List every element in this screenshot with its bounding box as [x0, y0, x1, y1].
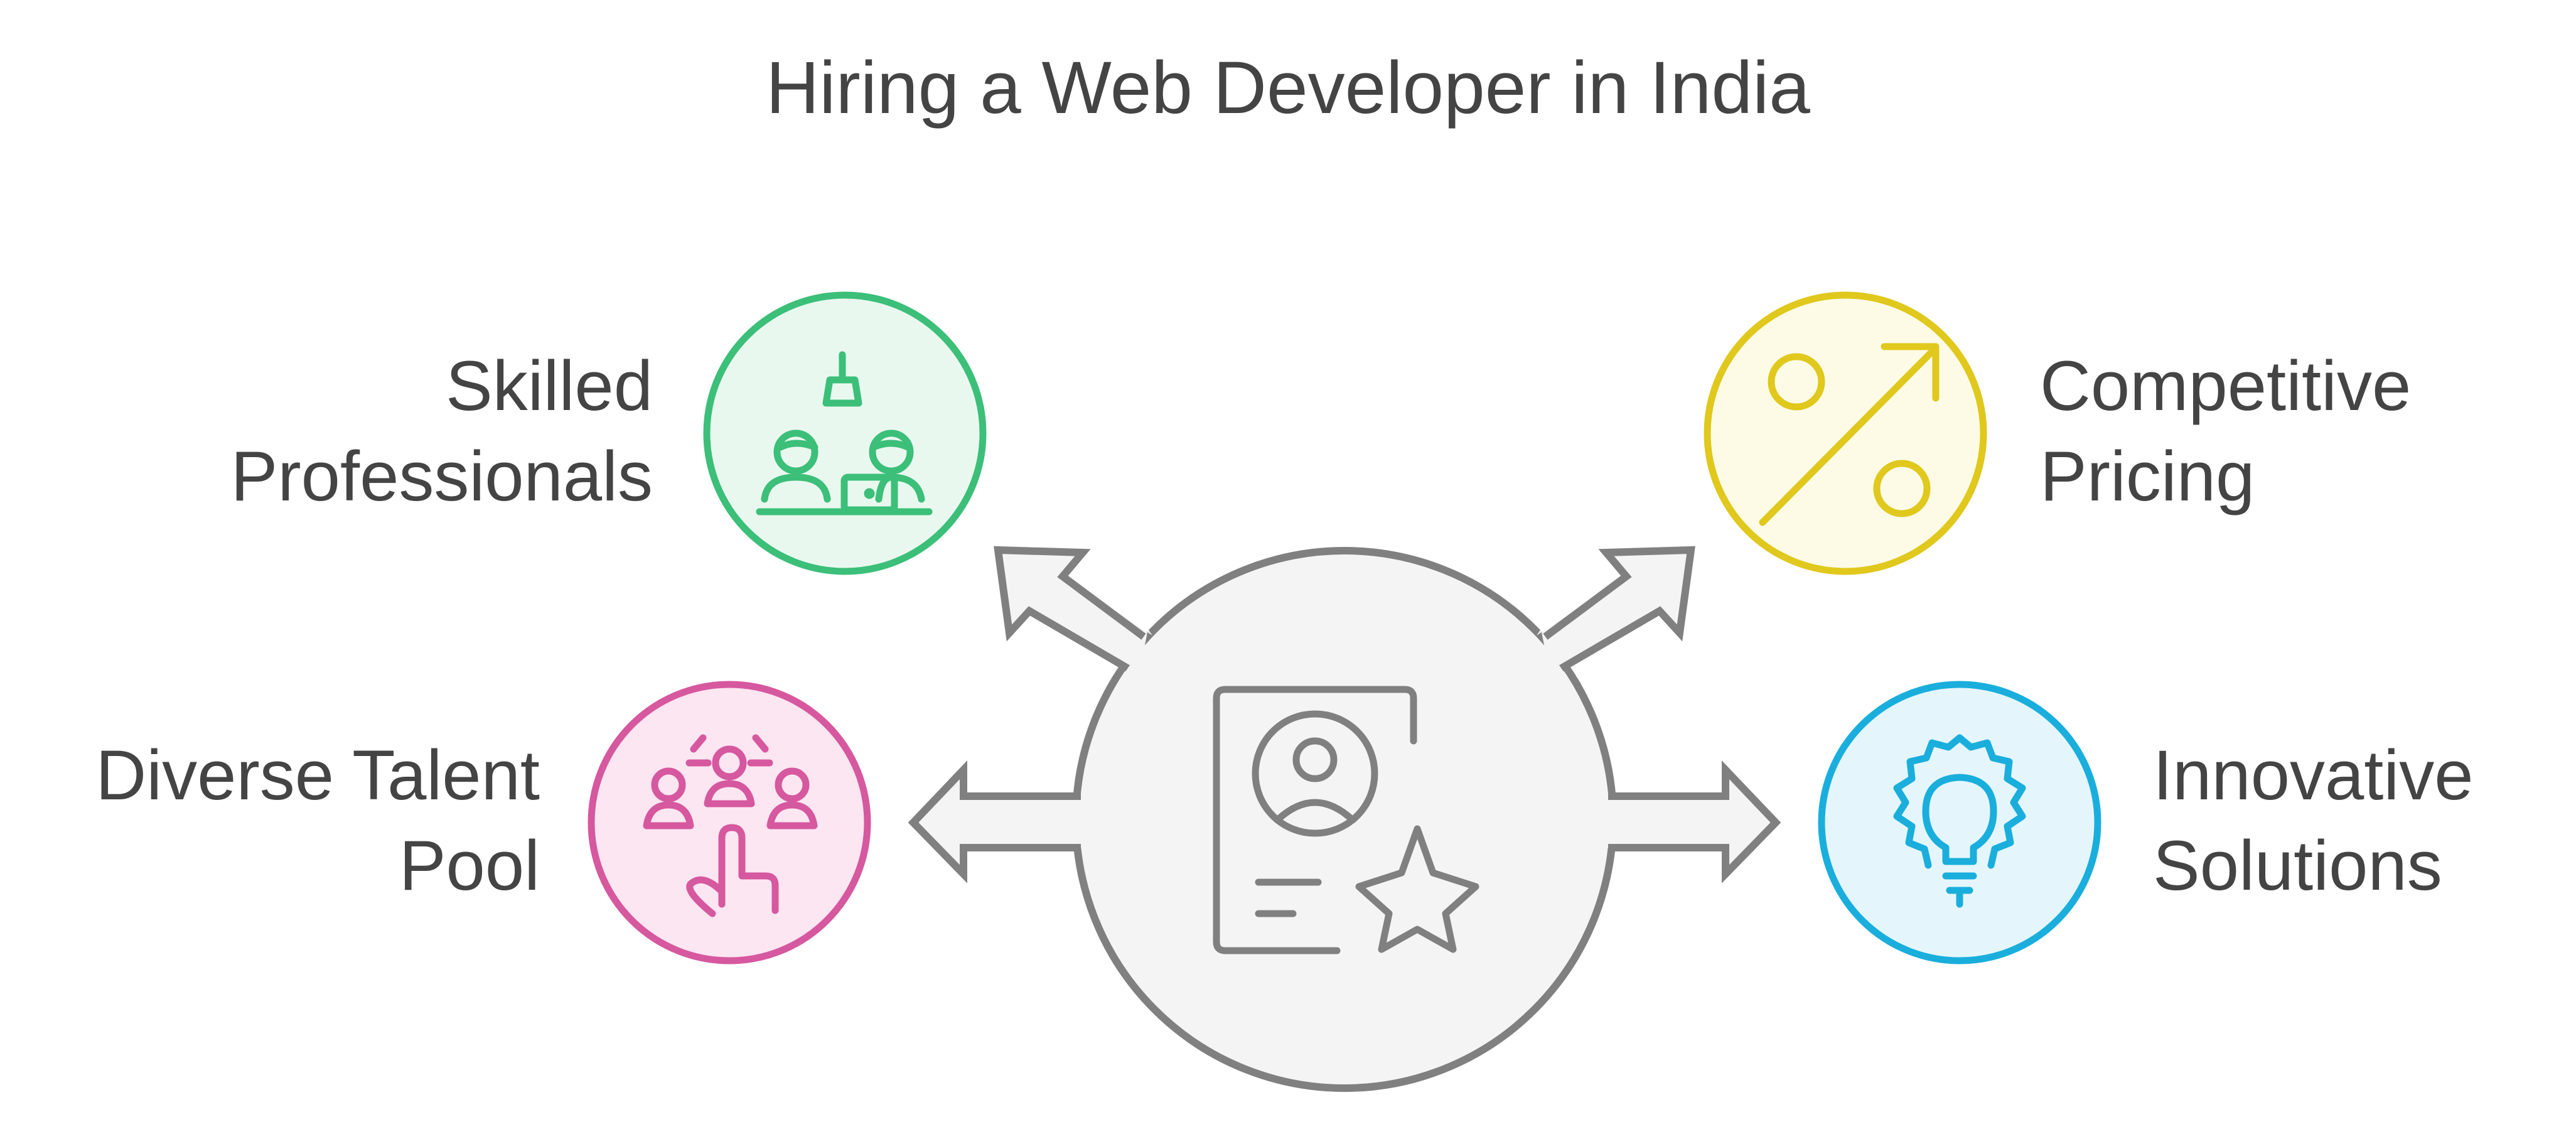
diverse-talent-pool-line-2: Pool — [399, 826, 540, 905]
competitive-pricing-node — [1704, 291, 1987, 575]
skilled-professionals-line-1: Skilled — [446, 347, 653, 425]
arrow-upper-left — [994, 546, 1152, 679]
innovative-solutions-circle — [1818, 681, 2101, 964]
skilled-professionals-label: Skilled Professionals — [63, 341, 653, 522]
innovative-solutions-line-1: Innovative — [2153, 736, 2474, 814]
talent-pool-icon — [643, 734, 818, 917]
lightbulb-gear-icon — [1893, 734, 2026, 908]
diagram-title: Hiring a Web Developer in India — [766, 46, 1810, 129]
innovative-solutions-label: Innovative Solutions — [2153, 730, 2555, 911]
competitive-pricing-line-2: Pricing — [2040, 437, 2255, 516]
arrow-left — [908, 760, 1082, 883]
competitive-pricing-circle — [1704, 291, 1987, 575]
arrow-upper-right — [1537, 546, 1695, 679]
skilled-professionals-line-2: Professionals — [230, 437, 653, 516]
hub-with-arrows — [908, 546, 1781, 1092]
diverse-talent-pool-circle — [588, 681, 871, 964]
team-working-icon — [756, 351, 933, 516]
innovative-solutions-node — [1818, 681, 2101, 964]
resume-star-icon — [1213, 686, 1479, 954]
diverse-talent-pool-line-1: Diverse Talent — [95, 736, 540, 814]
skilled-professionals-node — [703, 291, 987, 575]
competitive-pricing-line-1: Competitive — [2040, 347, 2412, 425]
arrow-right — [1607, 760, 1781, 883]
percent-icon — [1759, 343, 1940, 526]
diverse-talent-pool-label: Diverse Talent Pool — [38, 730, 540, 911]
competitive-pricing-label: Competitive Pricing — [2040, 341, 2542, 522]
skilled-professionals-circle — [703, 291, 987, 575]
innovative-solutions-line-2: Solutions — [2153, 826, 2442, 905]
diverse-talent-pool-node — [588, 681, 871, 964]
